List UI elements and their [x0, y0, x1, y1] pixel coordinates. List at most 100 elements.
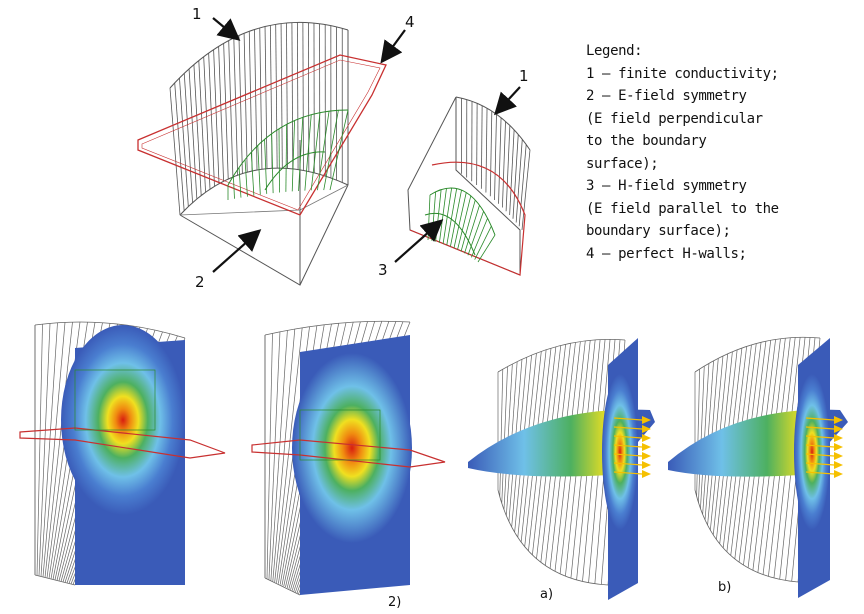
wall-rib [259, 27, 263, 170]
field-arrow-head [834, 416, 843, 424]
symmetry-rib [467, 211, 484, 256]
legend-line: 2 – E-field symmetry [586, 88, 747, 104]
wall-rib [274, 327, 303, 583]
symmetry-rib [257, 145, 261, 195]
field-arrow-head [642, 443, 651, 451]
panel-b-field-arrows [805, 416, 843, 478]
wall-rib [480, 105, 483, 189]
field-arrow-shaft [805, 435, 835, 439]
panel-a-field-hotspot [602, 374, 638, 530]
symmetry-rib [329, 109, 349, 191]
field-panel-a [468, 338, 655, 600]
wall-rib [228, 40, 234, 178]
panel-b-arc-top [694, 336, 821, 373]
symmetry-rib [464, 205, 480, 254]
wall-rib [296, 22, 299, 170]
wall-rib [518, 144, 527, 227]
symmetry-rib [264, 139, 268, 194]
finite-conductivity-wall [169, 22, 349, 216]
top-left-green-arc-1 [227, 109, 349, 186]
callout-2: 2 [195, 273, 205, 291]
field-arrow-shaft [805, 444, 835, 448]
wall-rib [218, 46, 224, 182]
legend-line: Legend: [586, 43, 643, 59]
wall-rib [272, 329, 296, 582]
panel-2-h-wall [251, 439, 446, 468]
panel-1-inner-box [74, 369, 156, 431]
wall-rib [223, 43, 229, 180]
symmetry-rib [310, 112, 321, 191]
wall-rib [233, 37, 239, 176]
top-right-model [407, 96, 531, 276]
top-right-red-wall [409, 161, 526, 276]
symmetry-rib [474, 225, 492, 260]
wall-rib [502, 121, 506, 208]
field-arrow-shaft [613, 417, 643, 421]
field-arrow-shaft [805, 471, 835, 475]
legend-line: (E field parallel to the [586, 200, 779, 217]
legend-line: (E field perpendicular [586, 110, 763, 127]
symmetry-rib [431, 191, 437, 241]
wall-rib [208, 53, 215, 187]
field-arrow-shaft [613, 444, 643, 448]
field-arrow-head [642, 470, 651, 478]
arrow-4 [380, 29, 406, 64]
field-arrow-head [642, 452, 651, 460]
wall-rib [489, 111, 493, 197]
wall-rib [476, 103, 478, 186]
field-panel-2 [251, 320, 446, 596]
callout-3: 3 [378, 261, 388, 279]
field-arrow-head [834, 470, 843, 478]
symmetry-rib [450, 190, 462, 247]
legend-line: 1 – finite conductivity; [586, 65, 779, 82]
wall-rib [509, 129, 515, 216]
field-arrow-shaft [805, 417, 835, 421]
field-arrow-shaft [805, 426, 835, 430]
top-right-green-arc-inner [424, 213, 476, 256]
caption-panel-a: a) [540, 587, 553, 602]
wall-rib [203, 56, 211, 190]
h-field-symmetry-plane-right [427, 188, 496, 263]
field-panel-1 [19, 321, 226, 586]
wall-rib [286, 22, 288, 169]
caption-panel-2: 2) [388, 595, 401, 610]
panel-2-field-hotspot [292, 353, 412, 543]
panel-a-arc-bottom [497, 489, 609, 586]
panel-b-arc-bottom [694, 489, 799, 583]
symmetry-rib [291, 120, 295, 192]
callout-1-left: 1 [192, 5, 202, 23]
symmetry-rib [453, 192, 467, 249]
field-panel-b [668, 336, 848, 598]
panel-1-arc [34, 321, 186, 339]
panel-1-field-hotspot [61, 325, 185, 515]
wall-rib [270, 330, 288, 581]
symmetry-rib [232, 175, 235, 199]
wall-rib [291, 22, 294, 169]
wall-rib [268, 331, 281, 580]
symmetry-rib [238, 167, 242, 198]
wall-rib [505, 125, 511, 212]
panel-2-bottom-edge [264, 577, 301, 596]
field-arrow-shaft [805, 462, 835, 466]
panel-a-field-arrows [613, 416, 651, 478]
field-arrow-head [834, 461, 843, 469]
legend-line: surface); [586, 155, 659, 172]
field-arrow-shaft [613, 471, 643, 475]
field-arrow-shaft [613, 462, 643, 466]
symmetry-rib [323, 110, 339, 191]
panel-2-inner-box [299, 409, 381, 461]
symmetry-rib [285, 124, 288, 192]
top-right-green-arc [429, 187, 496, 236]
field-arrow-head [834, 425, 843, 433]
panel-b-field-hotspot [794, 374, 830, 530]
legend-line: to the boundary [586, 133, 707, 149]
field-arrow-head [834, 434, 843, 442]
legend-line: 3 – H-field symmetry [586, 178, 747, 194]
wall-rib [266, 333, 273, 579]
field-arrow-head [642, 461, 651, 469]
wall-rib [179, 78, 189, 207]
symmetry-rib [442, 188, 453, 244]
wall-rib [188, 68, 198, 200]
symmetry-rib [271, 133, 274, 194]
